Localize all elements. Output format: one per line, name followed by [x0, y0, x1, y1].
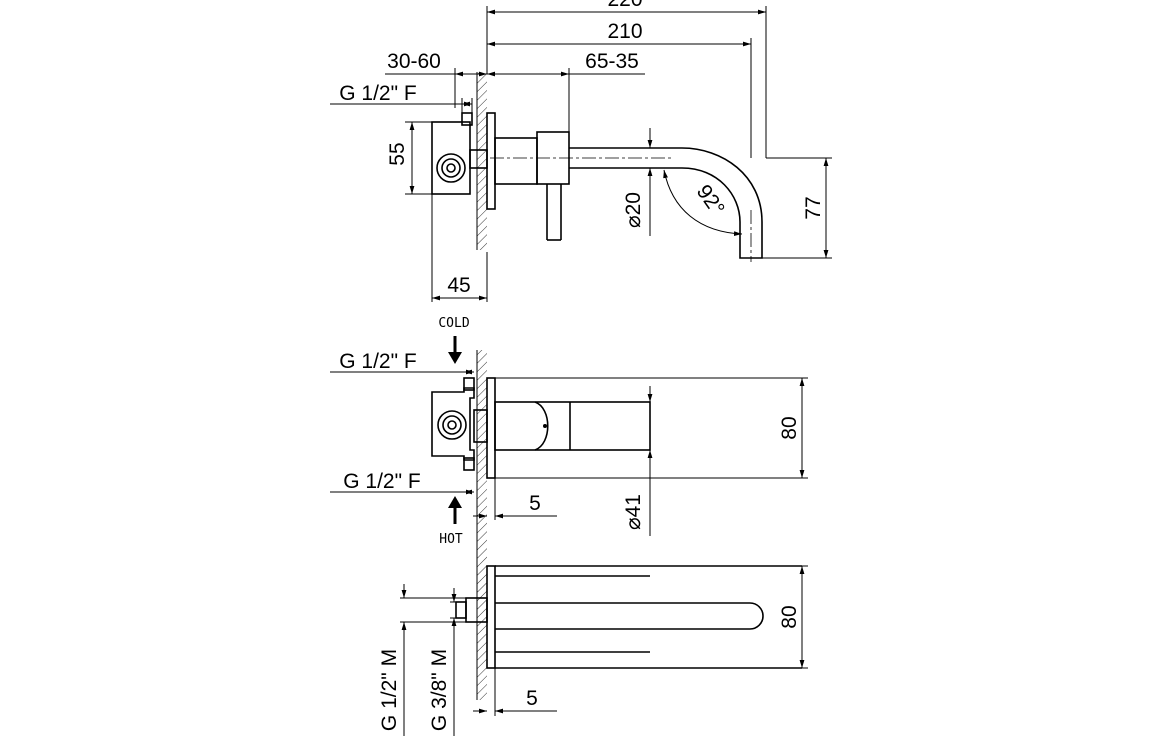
- dim-bot-5: 5: [473, 668, 557, 716]
- hot-arrow-icon: [448, 496, 462, 524]
- dim-d41: ⌀41: [622, 386, 653, 536]
- label-mid-g12f-lower: G 1/2" F: [343, 470, 420, 493]
- middle-view: COLD HOT G 1/2" F: [330, 316, 808, 700]
- label-bot-g12m: G 1/2" M: [378, 649, 401, 731]
- top-escutcheon: [486, 112, 496, 210]
- dim-210: 210: [487, 20, 752, 158]
- dim-220: 220: [486, 0, 767, 158]
- label-cold: COLD: [438, 316, 469, 331]
- dim-55: 55: [386, 121, 432, 195]
- dim-30-60: 30-60: [385, 50, 487, 108]
- dim-mid-5: 5: [473, 478, 557, 520]
- label-45: 45: [447, 274, 470, 297]
- middle-mixer: [494, 401, 651, 451]
- dim-bot-80: 80: [778, 565, 808, 669]
- bottom-fitting: [455, 597, 488, 623]
- label-77: 77: [802, 196, 825, 219]
- label-hot: HOT: [439, 532, 463, 547]
- top-wall: [476, 72, 487, 250]
- bottom-escutcheon: [486, 565, 496, 669]
- label-92deg: 92°: [692, 181, 729, 220]
- label-d41: ⌀41: [622, 494, 645, 530]
- dim-mid-g12f-upper: G 1/2" F: [330, 350, 474, 375]
- dim-92deg: 92°: [663, 169, 743, 237]
- middle-valve-body: [431, 377, 488, 471]
- dim-77: 77: [762, 157, 832, 259]
- dim-bot-g12m: G 1/2" M: [378, 584, 466, 736]
- label-d20: ⌀20: [622, 192, 645, 228]
- label-65-35: 65-35: [585, 50, 639, 73]
- label-220: 220: [607, 0, 642, 11]
- label-top-g12f: G 1/2" F: [339, 82, 416, 105]
- top-view: 220 210 30-60 65-35 G 1/2" F: [330, 0, 832, 302]
- dim-mid-g12f-lower: G 1/2" F: [330, 470, 474, 495]
- dim-45: 45: [431, 194, 488, 302]
- label-mid-5: 5: [529, 492, 541, 515]
- label-210: 210: [607, 20, 642, 43]
- bottom-spout: [495, 565, 802, 669]
- dim-d20: ⌀20: [622, 128, 653, 236]
- label-bot-80: 80: [778, 605, 801, 628]
- label-mid-g12f-upper: G 1/2" F: [339, 350, 416, 373]
- bottom-view: 80 5 G 1/2" M G 3/8" M: [378, 565, 808, 736]
- dim-bot-g38m: G 3/8" M: [428, 588, 457, 736]
- middle-escutcheon: [486, 377, 496, 479]
- top-valve-body: [431, 112, 488, 195]
- dim-65-35: 65-35: [487, 50, 645, 134]
- label-30-60: 30-60: [387, 50, 441, 73]
- cold-arrow-icon: [448, 336, 462, 364]
- label-bot-g38m: G 3/8" M: [428, 649, 451, 731]
- middle-wall: [476, 350, 487, 700]
- label-bot-5: 5: [526, 687, 538, 710]
- label-mid-80: 80: [778, 416, 801, 439]
- dim-top-g12f: G 1/2" F: [330, 82, 473, 116]
- label-55: 55: [386, 142, 409, 165]
- dim-mid-80: 80: [495, 377, 808, 479]
